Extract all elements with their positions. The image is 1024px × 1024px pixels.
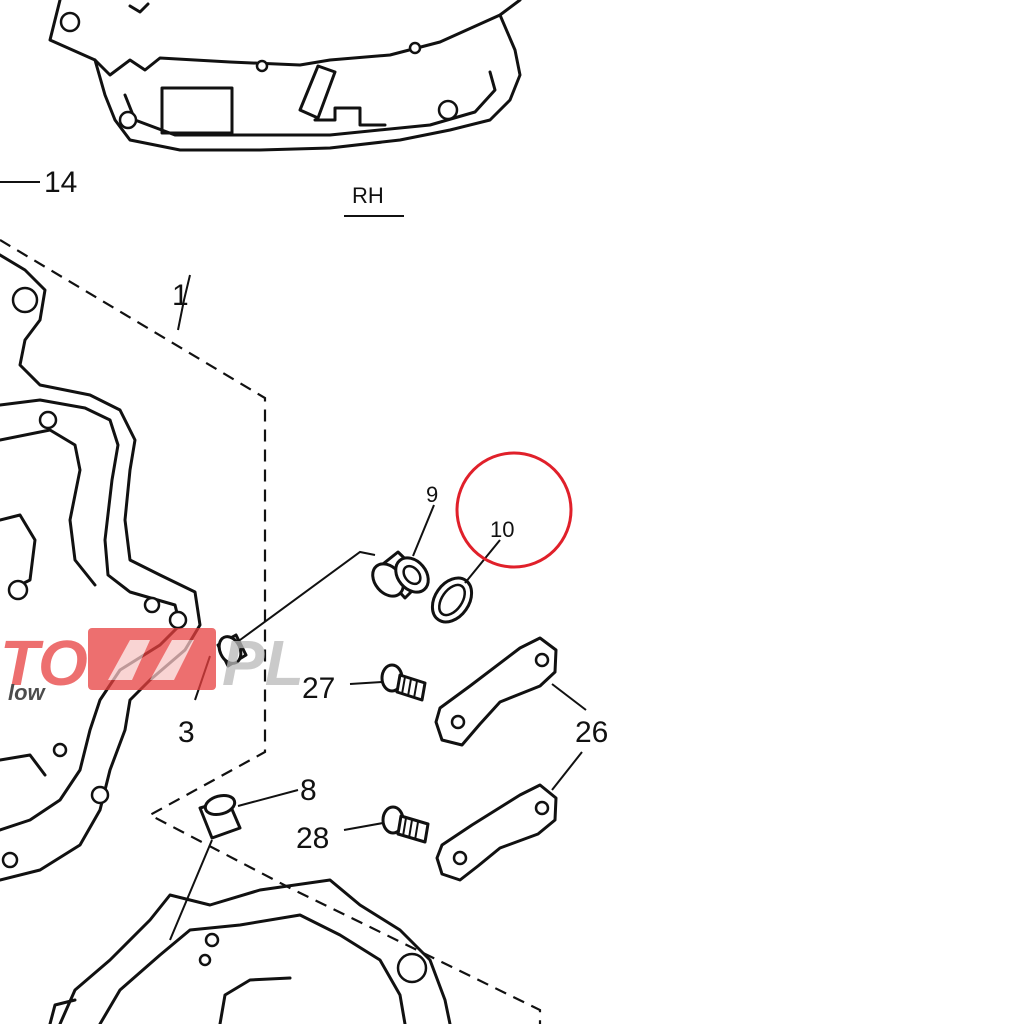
callout-8: 8 [300,774,317,807]
part-26-plate-upper [434,636,558,747]
watermark-text-right: PL [222,627,304,699]
part-8-dowel [198,793,242,840]
watermark-emblem-stripes [108,640,194,680]
watermark-logo: TO PL low [0,627,304,705]
callout-1: 1 [172,279,189,312]
leader-26-upper [551,683,587,711]
callout-3: 3 [178,716,195,749]
leader-26-lower [551,751,583,791]
main-engine-block [0,253,202,882]
leader-9 [412,504,435,557]
watermark-text-left: TO [0,627,88,699]
part-9-collar [371,550,430,600]
watermark-emblem [88,628,216,690]
callout-28: 28 [296,822,329,855]
callout-27: 27 [302,672,335,705]
part-3-dowel [216,633,248,668]
part-10-o-ring [430,576,474,624]
callout-14: 14 [44,166,77,199]
watermark-subtext: low [8,680,47,705]
leader-8 [237,789,299,807]
assembly-outline-1 [0,239,542,1024]
leader-27 [349,681,383,685]
side-label-rh: RH [352,183,384,208]
leader-28 [343,822,384,831]
leader-10 [464,539,501,584]
leader-8-down [169,839,213,941]
callout-26: 26 [575,716,608,749]
highlight-circle [455,451,573,569]
callout-9: 9 [426,482,438,507]
leader-1 [177,274,191,331]
part-28-bolt [381,805,430,844]
part-26-plate-lower [435,783,558,882]
part-27-bolt [380,663,427,702]
callout-10: 10 [490,517,514,542]
leader-9-to-block [239,550,376,641]
rh-cover-housing [48,0,522,152]
lower-housing [48,878,452,1024]
